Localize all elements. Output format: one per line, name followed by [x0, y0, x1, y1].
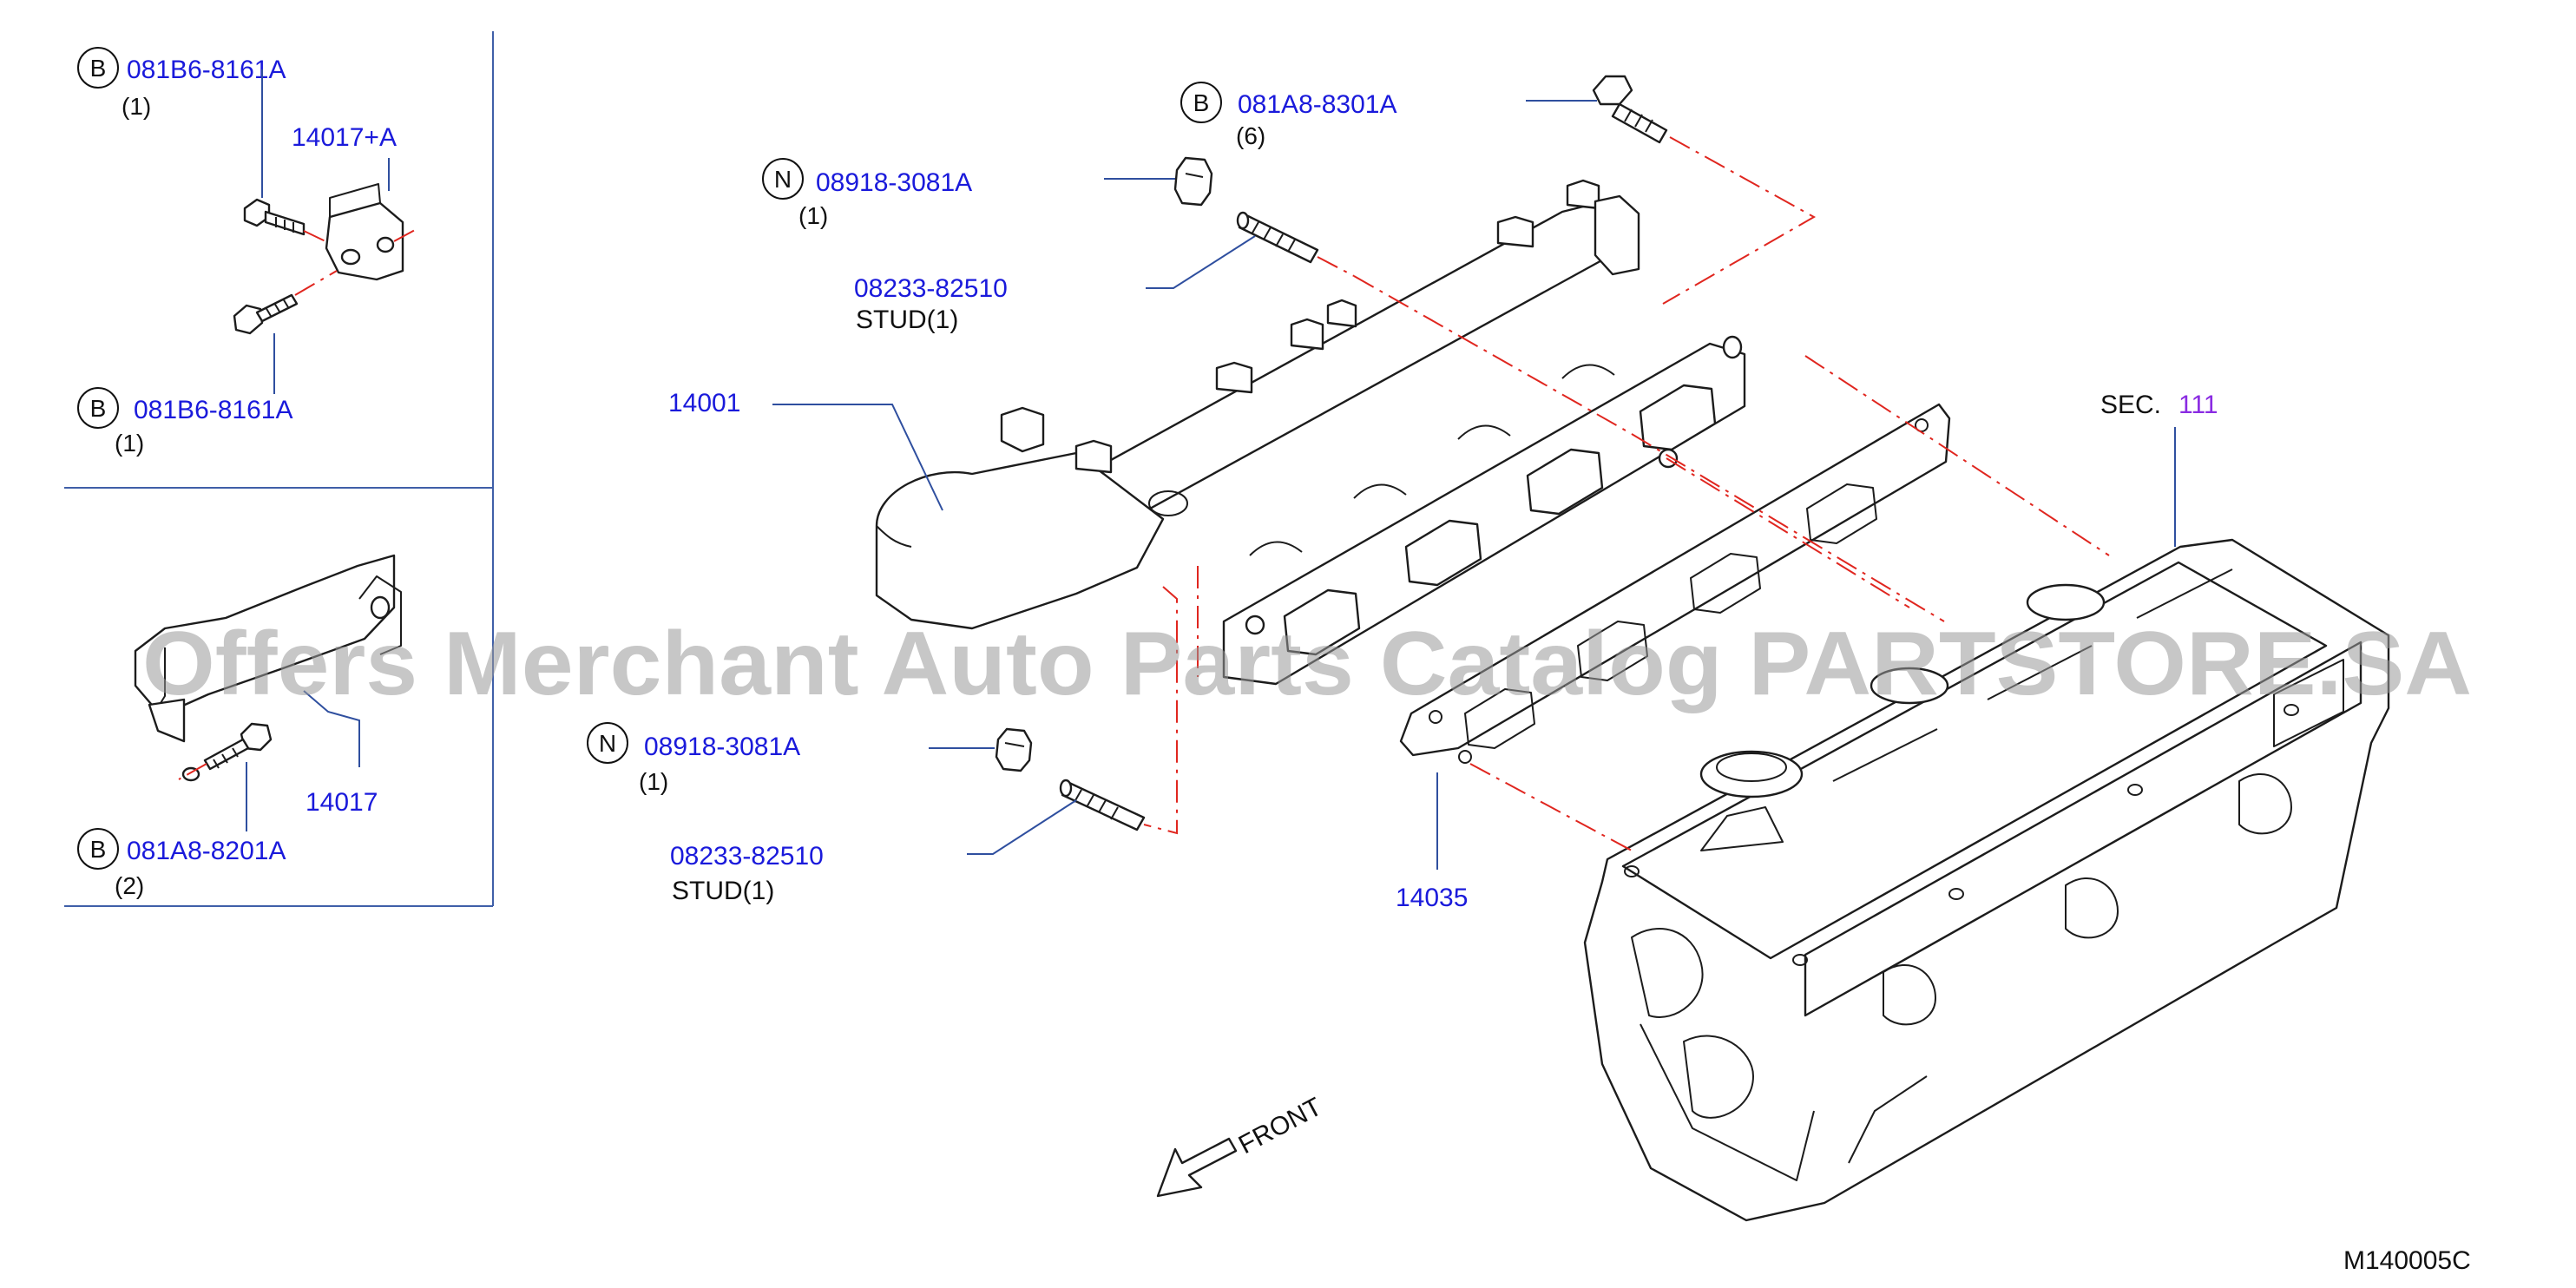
front-arrow [1156, 1137, 1238, 1198]
svg-text:081A8-8201A: 081A8-8201A [127, 837, 286, 865]
svg-text:B: B [90, 395, 107, 422]
inset-bolt-low-callout[interactable]: B 081A8-8201A (2) [77, 762, 286, 899]
inset-bracket-callout[interactable]: 14017 [303, 690, 378, 817]
svg-text:08233-82510: 08233-82510 [670, 842, 824, 871]
center-lines [1143, 275, 2110, 851]
svg-text:N: N [774, 166, 792, 193]
svg-text:14017: 14017 [306, 788, 378, 817]
nut-top-callout[interactable]: N 08918-3081A (1) [762, 158, 1175, 229]
svg-text:14001: 14001 [668, 389, 740, 417]
exhaust-manifold-callout[interactable]: 14001 [668, 389, 943, 511]
svg-text:(1): (1) [639, 768, 668, 795]
svg-text:08918-3081A: 08918-3081A [644, 733, 800, 761]
stud-top-callout[interactable]: 08233-82510 STUD(1) [854, 235, 1256, 334]
exhaust-manifold [875, 179, 1746, 686]
stud-low-callout[interactable]: 08233-82510 STUD(1) [670, 799, 1077, 905]
inset-bracket-a [325, 183, 417, 281]
svg-text:B: B [90, 55, 107, 82]
inset-bracket-a-callout[interactable]: 14017+A [292, 123, 397, 191]
inset-bracket [134, 554, 402, 782]
svg-text:08918-3081A: 08918-3081A [816, 168, 972, 197]
bolt-top [1592, 75, 1817, 305]
svg-text:14035: 14035 [1396, 884, 1468, 912]
cylinder-head [1583, 538, 2390, 1222]
inset-bolt-mid [233, 270, 338, 335]
watermark: Offers Merchant Auto Parts Catalog PARTS… [142, 614, 2472, 714]
svg-text:081B6-8161A: 081B6-8161A [134, 396, 293, 424]
svg-text:08233-82510: 08233-82510 [854, 274, 1008, 303]
nut-top [1173, 156, 1213, 207]
svg-text:N: N [599, 730, 616, 757]
nut-low-callout[interactable]: N 08918-3081A (1) [587, 722, 995, 795]
svg-text:SEC.: SEC. [2100, 391, 2161, 419]
svg-text:(1): (1) [798, 202, 828, 229]
svg-text:14017+A: 14017+A [292, 123, 397, 152]
exhaust-gasket-callout[interactable]: 14035 [1396, 772, 1468, 912]
stud-top [1236, 211, 1355, 277]
svg-text:(1): (1) [115, 430, 144, 457]
svg-text:081B6-8161A: 081B6-8161A [127, 56, 286, 84]
front-label: FRONT [1234, 1093, 1327, 1160]
svg-text:081A8-8301A: 081A8-8301A [1238, 90, 1397, 119]
svg-text:STUD(1): STUD(1) [672, 877, 774, 905]
svg-text:111: 111 [2178, 391, 2218, 419]
svg-text:B: B [1193, 89, 1210, 116]
diagram-code: M140005C [2343, 1246, 2471, 1275]
svg-text:B: B [90, 836, 107, 863]
inset-bolt-top-callout[interactable]: B 081B6-8161A (1) [77, 47, 286, 198]
bolt-top-callout[interactable]: B 081A8-8301A (6) [1180, 82, 1597, 149]
svg-text:(2): (2) [115, 872, 144, 899]
nut-low [995, 727, 1033, 772]
stud-low [1059, 779, 1146, 831]
svg-text:STUD(1): STUD(1) [856, 306, 958, 334]
inset-frame [64, 31, 494, 907]
section-ref-callout[interactable]: SEC. 111 [2100, 391, 2218, 547]
inset-bolt-low [178, 722, 273, 780]
svg-text:FRONT: FRONT [1234, 1093, 1327, 1160]
svg-text:(6): (6) [1236, 122, 1265, 149]
svg-text:(1): (1) [122, 93, 151, 120]
inset-bolt-mid-callout[interactable]: B 081B6-8161A (1) [77, 333, 293, 457]
